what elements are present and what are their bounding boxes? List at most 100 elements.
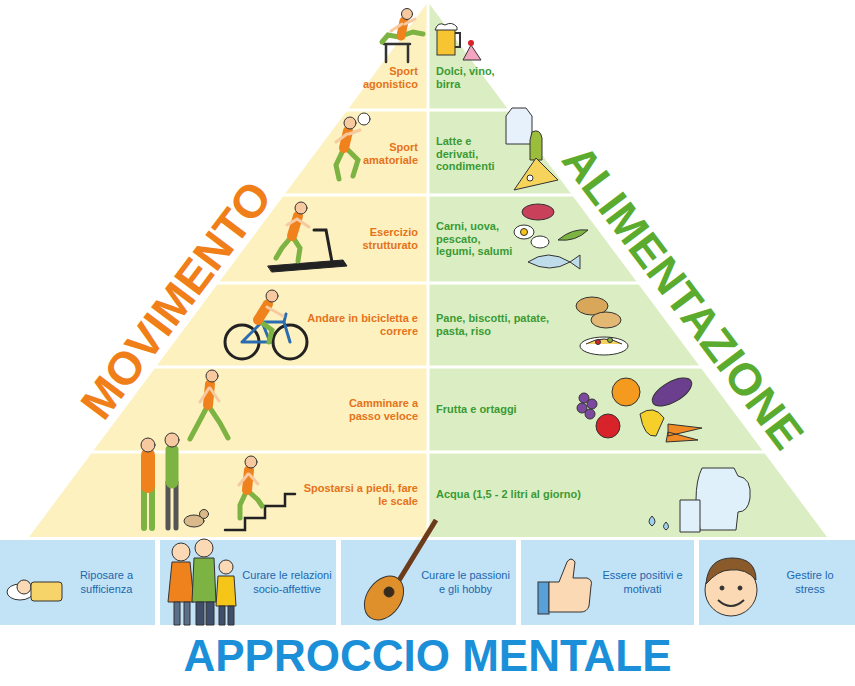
sleeping-person [17,580,31,594]
cyclist [242,314,290,342]
family-group [195,539,213,557]
hurdler-figure [384,44,410,62]
band-label: Gestire lo stress [771,569,849,595]
fruit-vegetables [640,410,664,436]
walker [200,388,219,402]
movement-half: MOVIMENTOSport agonisticoSport amatorial… [0,0,428,540]
mental-bar [0,540,155,625]
mental-bar: APPROCCIO MENTALERiposare a sufficienzaC… [0,540,855,625]
pyramid-ground [0,0,855,540]
nutrition-band: Carni, uova, pescato, legumi, salumi [436,200,514,278]
fruit-vegetables [666,424,702,442]
football-player [336,113,370,179]
band-label: Sport amatoriale [353,141,418,167]
cereal-food [596,340,601,345]
fruit-vegetables [648,372,696,411]
band-label: Dolci, vino, birra [436,65,508,91]
family-walking [165,433,179,447]
dairy-food [506,108,532,144]
walker [190,370,228,439]
band-label: Spostarsi a piedi, fare le scale [303,482,418,508]
nutrition-band: Latte e derivati, condimenti [436,118,508,190]
water-jug [649,516,669,530]
band-label: Curare le relazioni socio-affettive [242,569,332,595]
cereal-food [591,312,621,328]
guitar [356,569,411,628]
protein-food [521,229,528,236]
pyramid-ground [428,2,827,537]
dairy-food [527,175,533,181]
band-label: Frutta e ortaggi [436,403,517,416]
family-group [172,543,190,561]
mental-bar [521,540,694,625]
cyclist [266,290,278,302]
band-label: Acqua (1,5 - 2 litri al giorno) [436,488,581,501]
treadmill-runner [314,230,332,262]
band-label: Esercizio strutturato [338,226,418,252]
family-group [168,539,236,625]
beer-and-cake [435,23,481,60]
mental-bar [699,540,855,625]
section-heading: APPROCCIO MENTALE [183,634,671,678]
sleeping-person [31,582,62,601]
beer-and-cake [463,45,481,60]
fruit-vegetables [585,409,595,419]
hurdler-figure [382,35,399,42]
walker [206,370,218,382]
sleeping-person [7,580,62,601]
treadmill-runner [268,202,347,272]
family-walking [166,450,179,482]
hurdler-figure [382,9,423,63]
mental-bar [0,540,855,625]
fruit-vegetables [577,372,702,442]
mental-box: Curare le relazioni socio-affettive [160,540,336,625]
beer-and-cake [468,40,474,46]
football-player [344,117,356,129]
pyramid-ground [0,0,855,540]
movement-band: Spostarsi a piedi, fare le scale [303,457,418,532]
band-label: Riposare a sufficienza [64,569,149,595]
family-walking [168,482,176,528]
band-label: Pane, biscotti, patate, pasta, riso [436,312,558,338]
protein-food [558,230,588,241]
band-label: Essere positivi e motivati [596,569,689,595]
protein-food [531,236,549,248]
hurdler-figure [391,19,415,31]
band-label: Curare le passioni e gli hobby [421,569,510,595]
football-player [336,130,360,142]
movement-band: Andare in bicicletta e correre [288,288,418,362]
cyclist [225,290,307,359]
nutrition-band: Dolci, vino, birra [436,50,508,106]
smiling-face [706,558,756,584]
treadmill-runner [287,219,309,227]
nutrition-band: Pane, biscotti, patate, pasta, riso [436,288,558,362]
band-label: Latte e derivati, condimenti [436,135,508,174]
mental-box: Curare le passioni e gli hobby [341,540,516,625]
band-label: Camminare a passo veloce [326,397,418,423]
thumbs-up [538,582,549,614]
football-player [358,113,370,125]
water-jug [649,468,750,532]
movement-band: Sport amatoriale [353,118,418,190]
thumbs-up [538,559,592,614]
protein-food [514,204,588,269]
beer-and-cake [437,27,455,55]
mental-bar [160,540,336,625]
beer-and-cake [435,23,457,30]
cereal-food [608,338,613,343]
stair-climber [240,490,262,518]
family-group [196,602,214,625]
fruit-vegetables [596,414,620,438]
movement-band: Sport agonistico [353,50,418,106]
family-group [216,576,236,606]
walker [190,405,228,439]
protein-food [522,204,554,220]
mental-box: Gestire lo stress [699,540,855,625]
band-label: Andare in bicicletta e correre [288,312,418,338]
stair-climber [239,474,258,485]
section-heading: ALIMENTAZIONE [555,137,812,457]
family-walking [141,455,155,486]
cereal-food [580,337,628,355]
family-group [219,560,233,574]
